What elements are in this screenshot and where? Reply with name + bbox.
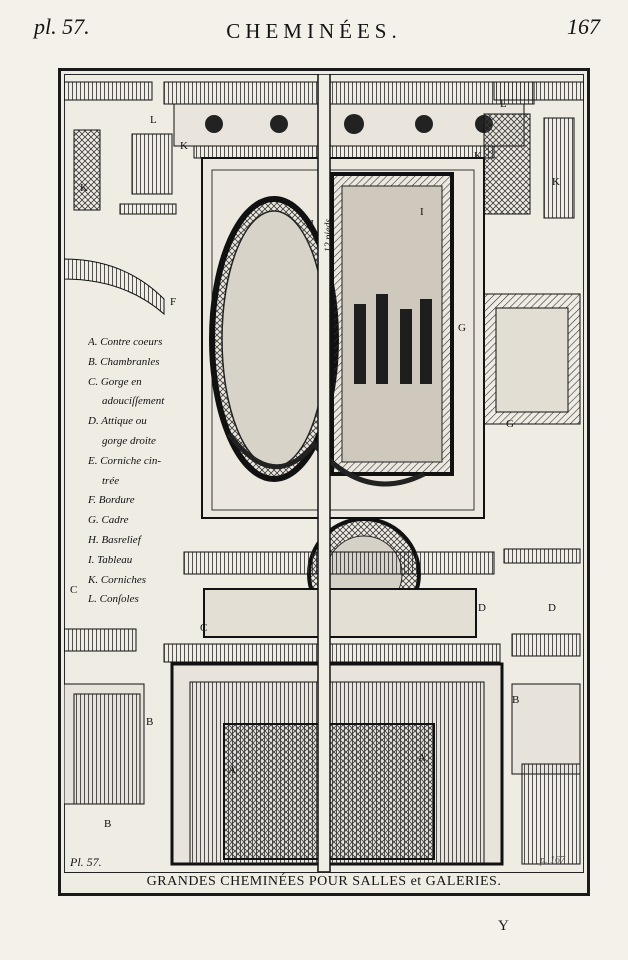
legend-item: G. Cadre: [88, 514, 129, 527]
chimney-engraving: [64, 74, 584, 872]
garland: [227, 432, 426, 487]
legend-item: A. Contre coeurs: [88, 336, 163, 348]
legend-item: H. Basrelief: [88, 533, 141, 546]
label-L-left: L: [150, 114, 157, 126]
legend-item: I. Tableau: [88, 553, 133, 566]
label-K-right: K: [474, 150, 482, 162]
label-G-right: G: [506, 418, 514, 430]
scale-bar: [317, 74, 331, 872]
plate-reference: pl. 57.: [34, 14, 90, 39]
legend-item: adouciſſement: [102, 395, 165, 408]
mantel-cornice: [183, 551, 495, 575]
legend-item: B. Chambranles: [88, 355, 160, 368]
label-F-center: F: [210, 338, 217, 350]
left-cornice-detail: [64, 81, 177, 805]
label-I: I: [420, 206, 424, 218]
legend-item: gorge droite: [102, 434, 156, 447]
legend-item: E. Corniche cin-: [88, 454, 162, 467]
legend-item: D. Attique ou: [88, 415, 147, 428]
label-H: H: [306, 218, 314, 230]
label-D-right: D: [548, 602, 556, 614]
label-B-bottom: B: [104, 818, 112, 830]
gorge-panel: [203, 588, 477, 638]
plate-caption: GRANDES CHEMINÉES POUR SALLES et GALERIE…: [64, 872, 584, 891]
scale-bar-label: 12 pieds: [323, 218, 335, 253]
legend-list: A. Contre coeurs B. Chambranles C. Gorge…: [88, 333, 198, 610]
top-cornice: [163, 81, 535, 105]
plate-mark-left: Pl. 57.: [70, 855, 102, 869]
legend-item: L. Conſoles: [88, 593, 139, 606]
label-C-center: C: [200, 622, 208, 634]
label-L-right: L: [500, 98, 507, 110]
signature-mark: Y: [498, 918, 509, 934]
page-number: 167: [567, 14, 600, 39]
legend-item: F. Bordure: [88, 494, 135, 507]
label-K-center: K: [180, 140, 188, 152]
label-K-far-right: K: [552, 176, 560, 188]
figure-group: [354, 294, 432, 384]
label-K-left: K: [80, 182, 88, 194]
label-B-left: B: [146, 716, 154, 728]
legend-item: C. Gorge en: [88, 375, 142, 388]
page-title: CHEMINÉES.: [226, 19, 402, 43]
label-G-center: G: [458, 322, 466, 334]
right-cornice-detail: [483, 81, 584, 865]
label-F-left: F: [170, 296, 177, 308]
label-A-left: A: [228, 764, 236, 776]
legend-item: K. Corniches: [88, 573, 147, 586]
plate-mark-right: p. 167: [540, 855, 565, 866]
label-C-left: C: [70, 584, 78, 596]
legend-item: trée: [102, 474, 120, 487]
label-D-center: D: [478, 602, 486, 614]
label-A-right: A: [418, 752, 426, 764]
label-B-right: B: [512, 694, 520, 706]
